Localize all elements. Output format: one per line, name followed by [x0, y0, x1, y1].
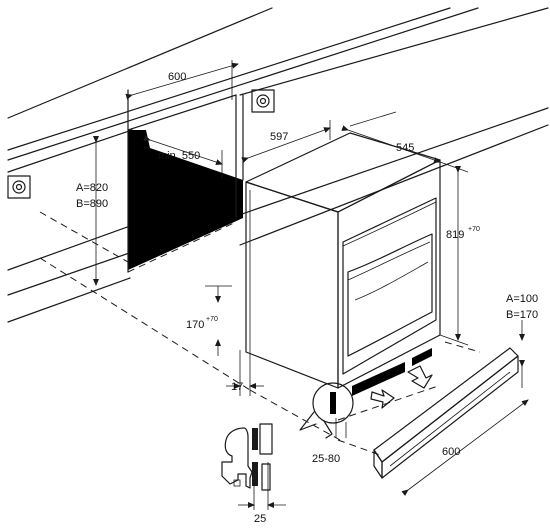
label-25: 25 [254, 513, 266, 525]
dimension-labels: 600 min. 550 597 545 819 +70 A=820 B=890… [76, 71, 538, 525]
label-a-100: A=100 [506, 293, 538, 305]
label-17: 17 [231, 381, 243, 393]
plinth-panel [373, 347, 519, 479]
niche-opening [127, 89, 244, 273]
detail-cross-section [221, 423, 273, 491]
label-25-80: 25-80 [312, 453, 340, 465]
dimension-lines [93, 60, 529, 510]
label-b-170: B=170 [506, 309, 538, 321]
label-height-819-tol: +70 [468, 226, 480, 233]
socket-left-icon [7, 175, 31, 199]
label-170-tol: +70 [206, 316, 218, 323]
label-width-600: 600 [168, 71, 186, 83]
label-a-820: A=820 [76, 182, 108, 194]
label-170: 170 [186, 319, 204, 331]
label-height-819: 819 [446, 229, 464, 241]
socket-right-icon [251, 89, 275, 113]
guide-lines [39, 211, 481, 456]
label-width-597: 597 [270, 131, 288, 143]
fridge-body [245, 132, 441, 396]
label-min-depth: min. 550 [158, 150, 200, 162]
label-b-890: B=890 [76, 198, 108, 210]
detail-callout [299, 382, 354, 439]
label-width-600-bottom: 600 [442, 446, 460, 458]
label-depth-545: 545 [396, 142, 414, 154]
